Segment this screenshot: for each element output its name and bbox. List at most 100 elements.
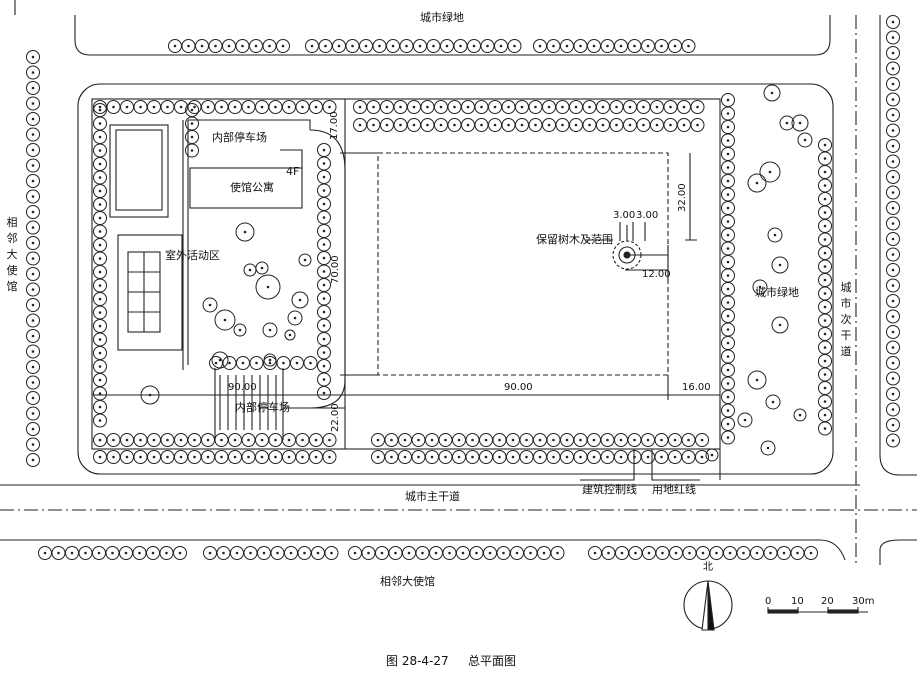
tree-center — [891, 222, 895, 225]
tree-center — [529, 551, 532, 555]
tree-center — [241, 44, 244, 48]
tree-symbol — [255, 261, 269, 275]
tree-center — [426, 105, 429, 109]
tree-symbol — [765, 394, 781, 410]
tree-center — [322, 270, 326, 273]
tree-center — [534, 105, 537, 109]
tree-symbol — [322, 433, 337, 447]
tree-symbol — [26, 329, 40, 343]
tree-center — [31, 179, 35, 183]
tree-center — [430, 455, 434, 459]
tree-center — [316, 551, 320, 555]
tree-center — [238, 328, 242, 332]
tree-center — [502, 551, 505, 555]
tree-center — [385, 105, 389, 109]
tree-center — [511, 438, 515, 442]
tree-center — [633, 44, 636, 48]
tree-center — [166, 438, 169, 442]
tree-center — [98, 257, 102, 260]
tree-center — [673, 44, 677, 48]
tree-center — [322, 256, 326, 260]
tree-center — [696, 123, 699, 127]
tree-center — [561, 123, 564, 127]
tree-center — [353, 551, 357, 555]
tree-center — [31, 133, 35, 136]
tree-center — [655, 105, 659, 109]
tree-center — [235, 551, 239, 555]
label-top-green: 城市绿地 — [420, 11, 464, 24]
tree-center — [579, 455, 582, 459]
tree-center — [628, 123, 632, 127]
tree-center — [726, 220, 730, 223]
tree-symbol — [886, 170, 900, 184]
tree-center — [322, 229, 326, 233]
tree-center — [574, 105, 578, 109]
tree-center — [322, 283, 326, 287]
tree-center — [588, 123, 591, 127]
tree-center — [430, 438, 434, 442]
tree-center — [715, 551, 718, 555]
tree-center — [255, 361, 258, 365]
tree-center — [310, 44, 314, 48]
tree-center — [322, 189, 326, 192]
tree-center — [390, 455, 393, 459]
tree-center — [457, 455, 461, 459]
tree-center — [190, 122, 194, 125]
tree-symbol — [818, 421, 832, 436]
tree-center — [798, 413, 802, 417]
tree-center — [98, 216, 102, 220]
tree-center — [726, 409, 730, 412]
tree-center — [726, 247, 730, 250]
tennis-court — [117, 234, 183, 351]
tree-center — [726, 341, 730, 345]
tree-center — [322, 391, 326, 395]
tree-center — [647, 551, 651, 555]
tree-center — [394, 551, 397, 555]
tree-center — [493, 105, 497, 109]
tree-center — [138, 551, 141, 555]
tree-symbol — [886, 294, 900, 308]
tree-center — [403, 455, 407, 459]
tree-center — [726, 382, 730, 385]
tree-symbol — [26, 236, 40, 250]
tree-center — [322, 351, 326, 354]
tree-center — [728, 551, 732, 555]
tree-center — [607, 551, 610, 555]
tree-center — [412, 105, 416, 109]
tree-center — [726, 193, 730, 196]
tree-center — [303, 551, 306, 555]
tree-symbol — [26, 205, 40, 219]
tree-center — [288, 333, 292, 337]
tree-center — [615, 105, 618, 109]
tree-center — [891, 191, 895, 194]
tree-center — [669, 105, 672, 109]
tree-center — [249, 551, 252, 555]
tree-center — [688, 551, 691, 555]
tree-center — [439, 123, 443, 127]
tree-center — [700, 455, 704, 459]
tree-center — [891, 253, 895, 256]
tree-center — [208, 551, 212, 555]
tree-symbol — [26, 422, 40, 436]
tree-center — [206, 438, 210, 442]
tree-center — [139, 105, 142, 109]
tree-symbol — [793, 408, 807, 422]
tree-center — [891, 423, 895, 427]
tree-center — [322, 297, 326, 300]
tree-center — [646, 438, 650, 442]
tree-symbol — [93, 413, 107, 428]
label-red-line: 用地红线 — [652, 483, 696, 496]
tree-center — [151, 551, 155, 555]
tree-center — [770, 91, 774, 95]
tree-center — [682, 105, 686, 109]
tree-center — [287, 105, 291, 109]
tree-center — [31, 226, 35, 229]
tree-symbol — [324, 546, 339, 560]
tree-center — [179, 455, 183, 459]
tree-symbol — [26, 127, 40, 142]
tree-center — [823, 319, 827, 322]
tree-center — [507, 123, 510, 127]
tree-center — [220, 455, 223, 459]
tree-center — [633, 455, 636, 459]
tree-center — [457, 438, 461, 442]
